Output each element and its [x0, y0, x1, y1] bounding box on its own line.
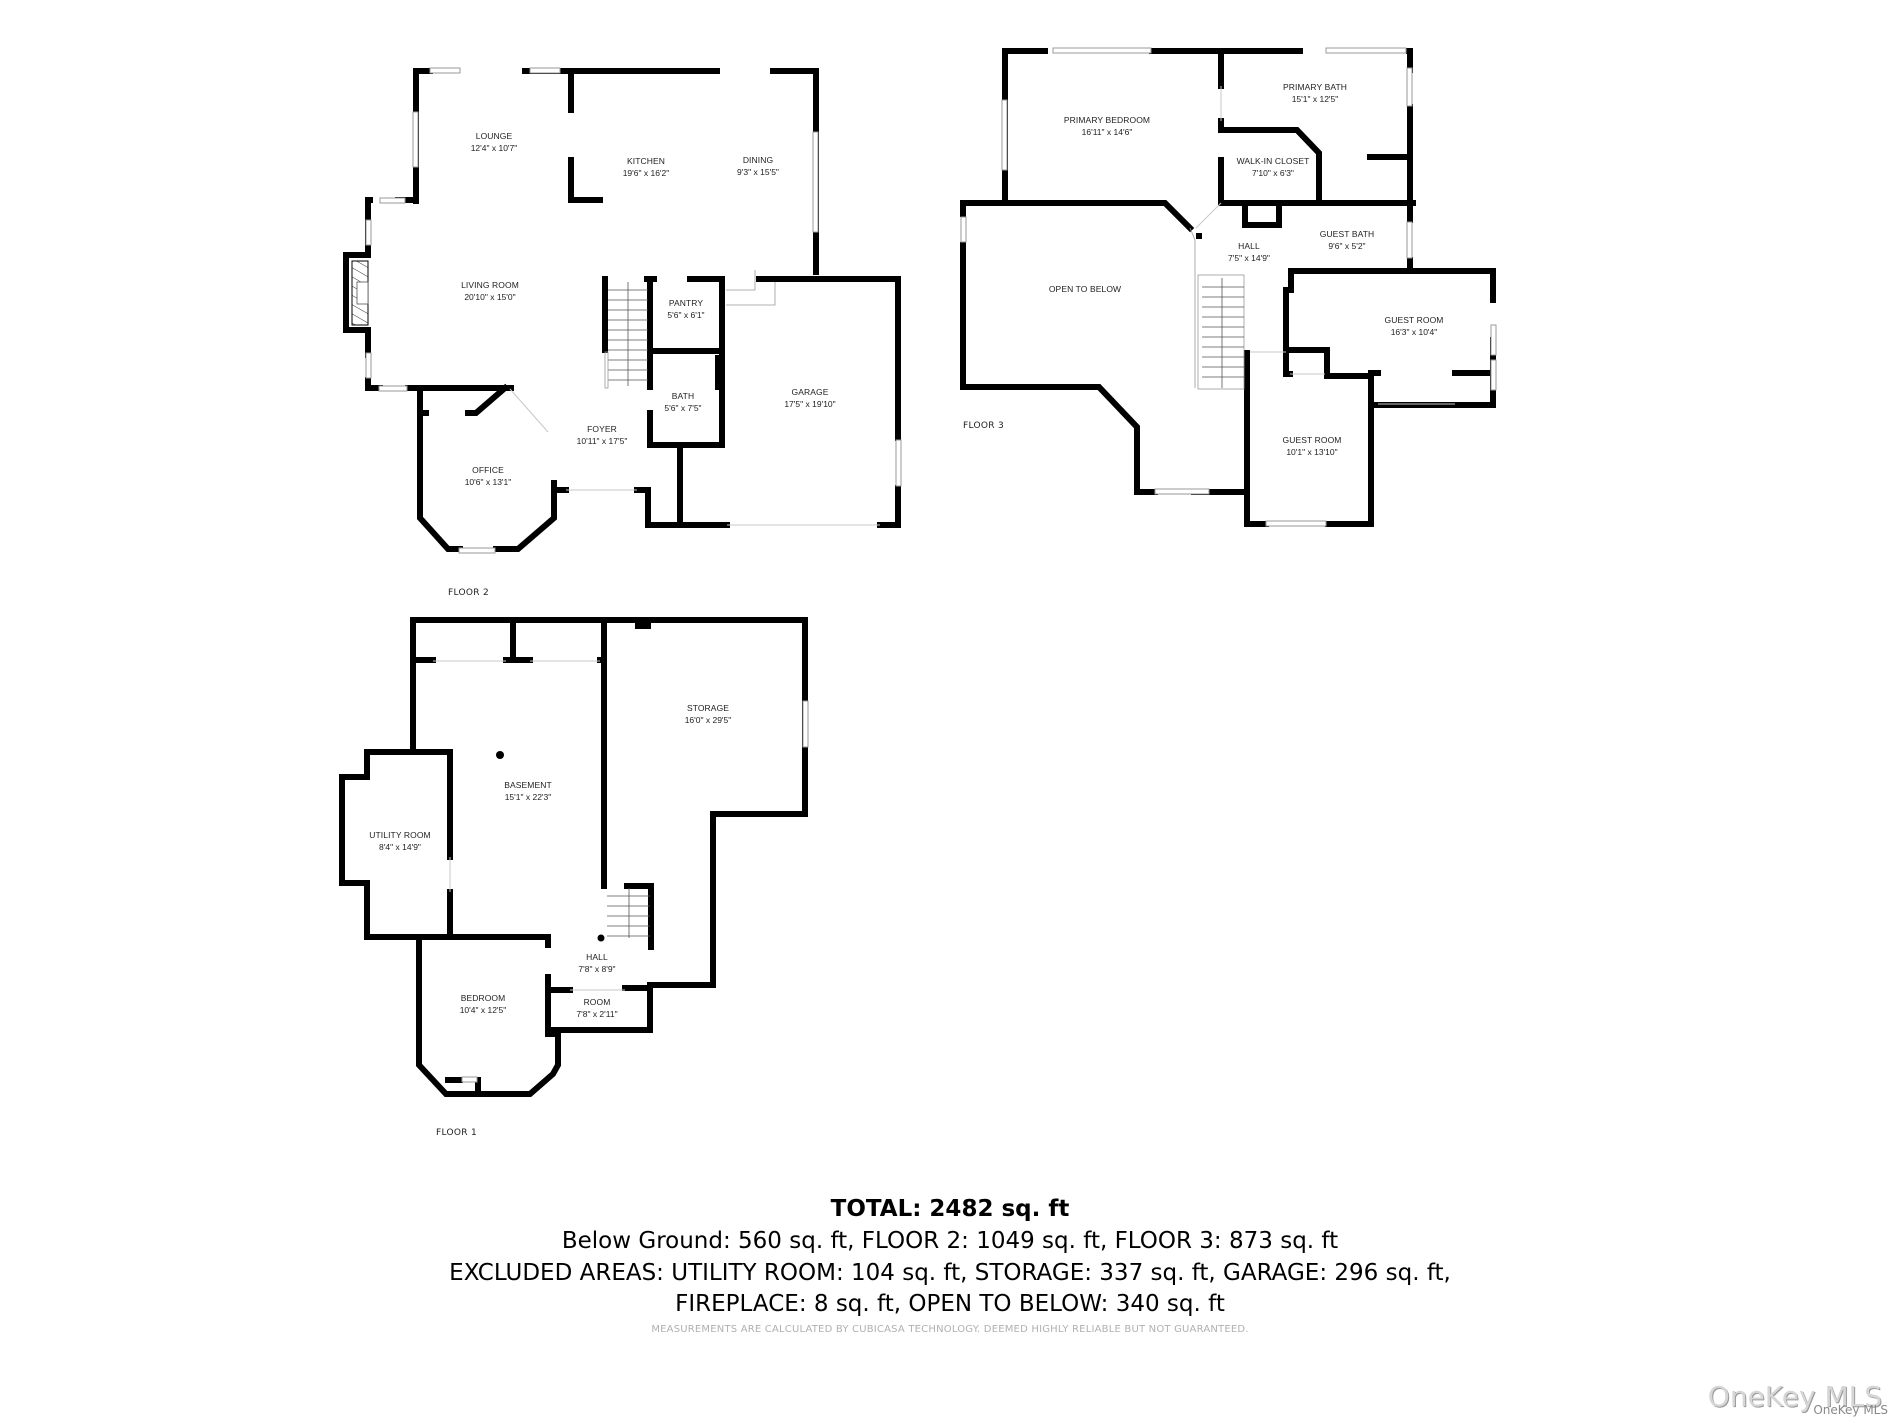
room-label-garage: GARAGE 17'5" x 19'10" [784, 386, 835, 410]
room-name: BEDROOM [460, 993, 506, 1003]
room-dimensions: 7'10" x 6'3" [1252, 168, 1294, 178]
room-dimensions: 9'3" x 15'5" [737, 167, 779, 177]
floor-1-stairs [607, 888, 650, 938]
total-area: TOTAL: 2482 sq. ft [830, 1196, 1070, 1222]
room-name: PANTRY [668, 298, 704, 308]
floor-2-plan [343, 68, 901, 552]
room-name: OFFICE [472, 465, 504, 475]
floor-3-plan [960, 48, 1496, 527]
room-label-living-room: LIVING ROOM 20'10" x 15'0" [461, 279, 519, 303]
room-name: GUEST ROOM [1384, 315, 1444, 325]
floor-1-openings [433, 660, 625, 991]
room-name: HALL [1238, 241, 1260, 251]
room-name: BATH [671, 391, 695, 401]
room-label-guest-room-1: GUEST ROOM 16'3" x 10'4" [1385, 314, 1444, 338]
room-dimensions: 12'4" x 10'7" [470, 143, 518, 153]
room-dimensions: 16'3" x 10'4" [1390, 327, 1438, 337]
room-name: GARAGE [791, 387, 829, 397]
excluded-areas-continued: FIREPLACE: 8 sq. ft, OPEN TO BELOW: 340 … [675, 1291, 1225, 1317]
room-name: STORAGE [686, 703, 730, 713]
floor-1-plan [339, 617, 808, 1097]
room-label-lounge: LOUNGE 12'4" x 10'7" [471, 130, 518, 154]
floor-3-label: FLOOR 3 [963, 421, 1004, 431]
floor-3-stairs [1189, 227, 1245, 390]
room-dimensions: 10'4" x 12'5" [459, 1005, 507, 1015]
floor-area-breakdown: Below Ground: 560 sq. ft, FLOOR 2: 1049 … [561, 1228, 1339, 1254]
room-name: FOYER [587, 424, 617, 434]
room-dimensions: 17'5" x 19'10" [784, 399, 836, 409]
room-name: PRIMARY BEDROOM [1063, 115, 1151, 125]
room-dimensions: 16'11" x 14'6" [1081, 127, 1133, 137]
room-dimensions: 7'5" x 14'9" [1228, 253, 1270, 263]
room-label-small-room: ROOM 7'8" x 2'11" [576, 996, 617, 1020]
room-dimensions: 20'10" x 15'0" [464, 292, 516, 302]
room-label-hall-floor-1: HALL 7'8" x 8'9" [578, 951, 615, 975]
room-dimensions: 9'6" x 5'2" [1328, 241, 1366, 251]
room-name: GUEST ROOM [1282, 435, 1342, 445]
room-name: WALK-IN CLOSET [1236, 156, 1310, 166]
room-dimensions: 7'8" x 8'9" [578, 964, 616, 974]
room-label-dining: DINING 9'3" x 15'5" [737, 154, 779, 178]
room-dimensions: 5'6" x 6'1" [667, 310, 705, 320]
room-name: KITCHEN [626, 156, 665, 166]
onekey-mls-watermark-small: OneKey MLS [1813, 1403, 1888, 1417]
stair-post-icon [597, 934, 605, 942]
room-dimensions: 10'6" x 13'1" [464, 477, 512, 487]
floor-2-stairs [604, 270, 776, 389]
room-dimensions: 19'6" x 16'2" [622, 168, 670, 178]
room-dimensions: 8'4" x 14'9" [379, 842, 421, 852]
support-post-icon [496, 751, 504, 759]
room-label-open-to-below: OPEN TO BELOW [1049, 283, 1121, 295]
room-label-primary-bath: PRIMARY BATH 15'1" x 12'5" [1283, 81, 1347, 105]
room-dimensions: 7'8" x 2'11" [576, 1009, 618, 1019]
room-label-foyer: FOYER 10'11" x 17'5" [577, 423, 628, 447]
room-label-basement: BASEMENT 15'1" x 22'3" [504, 779, 552, 803]
floor-3-openings [1195, 86, 1455, 405]
room-dimensions: 10'11" x 17'5" [576, 436, 628, 446]
floor-1-windows [461, 700, 809, 1083]
room-label-utility-room: UTILITY ROOM 8'4" x 14'9" [369, 829, 431, 853]
floor-1-label: FLOOR 1 [436, 1128, 477, 1138]
room-name: UTILITY ROOM [369, 830, 431, 840]
room-label-storage: STORAGE 16'0" x 29'5" [685, 702, 732, 726]
room-name: LIVING ROOM [461, 280, 519, 290]
room-dimensions: 15'1" x 22'3" [504, 792, 552, 802]
room-label-guest-room-2: GUEST ROOM 10'1" x 13'10" [1283, 434, 1342, 458]
room-label-pantry: PANTRY 5'6" x 6'1" [667, 297, 704, 321]
room-label-bedroom: BEDROOM 10'4" x 12'5" [460, 992, 507, 1016]
room-label-guest-bath: GUEST BATH 9'6" x 5'2" [1320, 228, 1375, 252]
room-label-kitchen: KITCHEN 19'6" x 16'2" [623, 155, 670, 179]
excluded-areas: EXCLUDED AREAS: UTILITY ROOM: 104 sq. ft… [449, 1260, 1451, 1286]
room-name: BASEMENT [504, 780, 552, 790]
room-label-walk-in-closet: WALK-IN CLOSET 7'10" x 6'3" [1237, 155, 1310, 179]
floor-2-label: FLOOR 2 [448, 588, 489, 598]
room-name: LOUNGE [475, 131, 513, 141]
room-label-hall-floor-3: HALL 7'5" x 14'9" [1228, 240, 1270, 264]
measurement-disclaimer: MEASUREMENTS ARE CALCULATED BY CUBICASA … [651, 1324, 1249, 1335]
floor-2-windows [365, 67, 902, 554]
floor-3-windows [960, 47, 1497, 527]
room-name: HALL [586, 952, 608, 962]
room-label-bath: BATH 5'6" x 7'5" [664, 390, 701, 414]
onekey-mls-watermark: OneKey MLS [1707, 1380, 1882, 1413]
room-label-primary-bedroom: PRIMARY BEDROOM 16'11" x 14'6" [1064, 114, 1150, 138]
room-label-office: OFFICE 10'6" x 13'1" [465, 464, 512, 488]
room-dimensions: 10'1" x 13'10" [1286, 447, 1338, 457]
room-dimensions: 5'6" x 7'5" [664, 403, 702, 413]
wall-block [715, 355, 721, 390]
floor-2-openings [509, 388, 880, 526]
room-dimensions: 16'0" x 29'5" [684, 715, 732, 725]
room-name: GUEST BATH [1319, 229, 1375, 239]
room-name: DINING [742, 155, 774, 165]
room-name: PRIMARY BATH [1282, 82, 1348, 92]
room-dimensions: 15'1" x 12'5" [1291, 94, 1339, 104]
room-name: OPEN TO BELOW [1048, 284, 1122, 294]
room-name: ROOM [583, 997, 611, 1007]
